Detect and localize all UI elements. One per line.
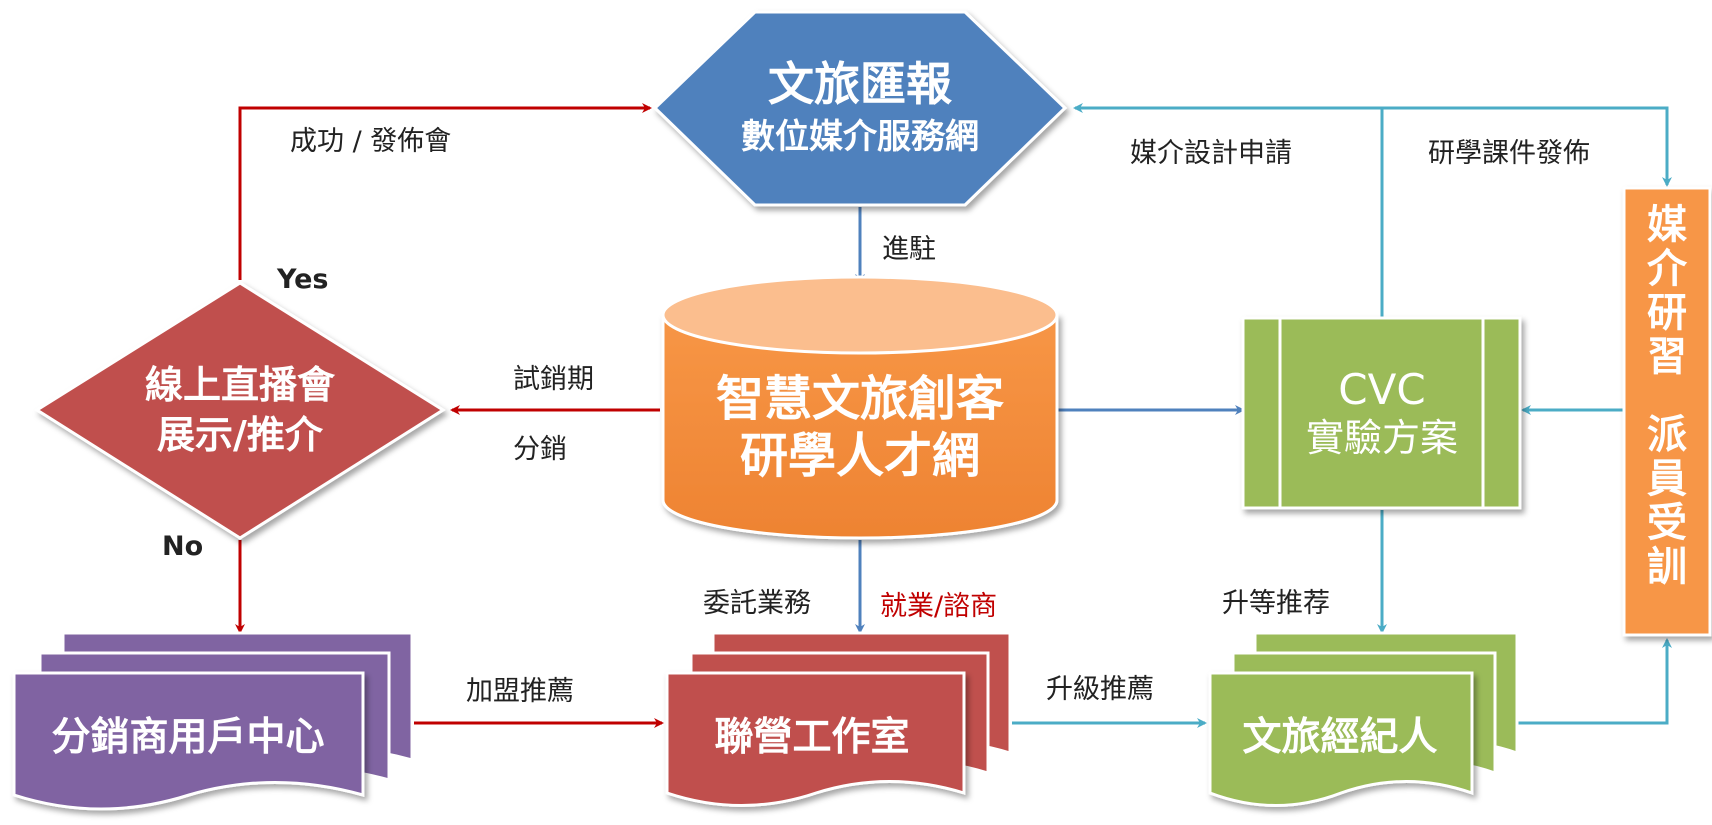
arrow-hub-to-training	[1382, 106, 1672, 187]
label-upgrade: 升級推薦	[1046, 674, 1154, 705]
cvc-subtitle: 實驗方案	[1306, 416, 1458, 460]
label-yes: Yes	[276, 264, 328, 295]
training-node: 媒介研習 派員受訓	[1622, 186, 1712, 637]
label-settle: 進駐	[882, 234, 936, 265]
label-trial: 試銷期	[513, 364, 594, 395]
label-distribution: 分銷	[513, 434, 567, 465]
hub-subtitle: 數位媒介服務網	[741, 117, 979, 157]
studio-node: 聯營工作室	[665, 631, 1012, 807]
agent-label: 文旅經紀人	[1242, 715, 1437, 760]
distributor-node: 分銷商用戶中心	[12, 631, 414, 811]
label-success: 成功 / 發佈會	[290, 126, 451, 157]
studio-label: 聯營工作室	[714, 715, 909, 760]
arrow-agent-to-training	[1518, 638, 1672, 725]
arrow-decision-to-hub	[238, 103, 652, 280]
training-line1: 媒介研習	[1647, 202, 1688, 380]
label-no: No	[162, 531, 203, 562]
training-line2: 派員受訓	[1647, 412, 1687, 590]
label-outsourcing: 委託業務	[703, 588, 811, 619]
database-title: 智慧文旅創客	[716, 371, 1004, 427]
label-promotion-rank: 升等推荐	[1222, 588, 1330, 619]
label-employment: 就業/諮商	[880, 591, 997, 622]
cvc-title: CVC	[1338, 365, 1425, 414]
database-node: 智慧文旅創客 研學人才網	[661, 275, 1059, 540]
database-subtitle: 研學人才網	[740, 428, 980, 484]
label-course-release: 研學課件發佈	[1428, 138, 1590, 169]
decision-node: 線上直播會 展示/推介	[34, 281, 446, 540]
decision-title: 線上直播會	[145, 363, 336, 407]
label-franchise: 加盟推薦	[466, 676, 574, 707]
hub-node: 文旅匯報 數位媒介服務網	[652, 10, 1068, 207]
agent-node: 文旅經紀人	[1208, 631, 1519, 807]
distributor-label: 分銷商用戶中心	[51, 715, 324, 760]
cvc-node: CVC 實驗方案	[1241, 316, 1522, 510]
hub-title: 文旅匯報	[768, 57, 952, 111]
decision-subtitle: 展示/推介	[157, 413, 324, 457]
label-media-design: 媒介設計申請	[1130, 138, 1292, 169]
